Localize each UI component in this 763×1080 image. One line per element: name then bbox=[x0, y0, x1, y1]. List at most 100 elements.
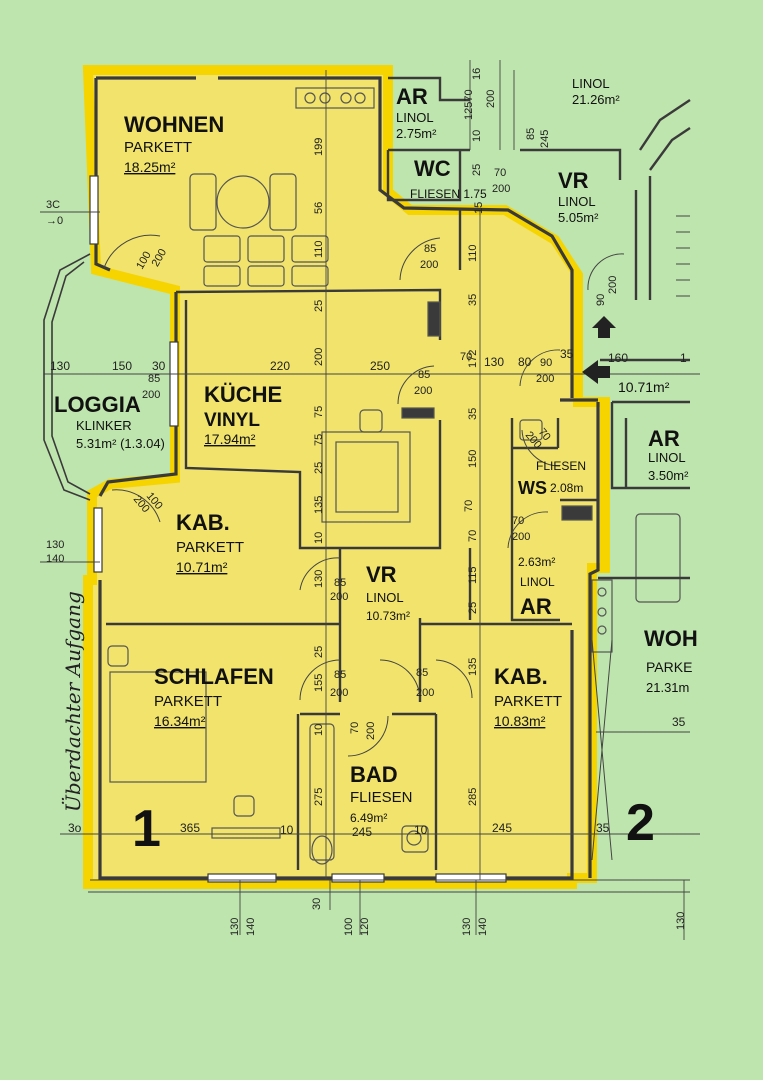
room-area: 2.08m bbox=[550, 481, 583, 495]
room-area: 10.71m² bbox=[176, 559, 228, 575]
room-wohnen: WOHNEN PARKETT 18.25m² bbox=[124, 112, 224, 175]
dimension-label: 199 bbox=[313, 138, 325, 156]
dimension-label: 140 bbox=[245, 918, 257, 936]
dimension-label: 35 bbox=[560, 347, 574, 361]
dimension-label: 130 bbox=[50, 359, 70, 373]
room-area: 17.94m² bbox=[204, 431, 256, 447]
dimension-label: 35 bbox=[596, 821, 610, 835]
room-area: 16.34m² bbox=[154, 713, 206, 729]
room-floor: LINOL bbox=[366, 590, 404, 605]
room-name: VR bbox=[366, 562, 397, 587]
dimension-label: 56 bbox=[313, 202, 325, 214]
apartment-1-fill bbox=[82, 65, 610, 889]
dimension-label: 10 bbox=[280, 823, 294, 837]
dimension-label: 30 bbox=[311, 898, 323, 910]
dimension-label: 70 bbox=[494, 167, 506, 179]
room-area: 21.26m² bbox=[572, 92, 620, 107]
dimension-label: 110 bbox=[467, 244, 479, 262]
door-label: 200 bbox=[416, 687, 434, 699]
dimension-label: 140 bbox=[46, 553, 64, 565]
room-loggia: LOGGIA KLINKER 5.31m² (1.3.04) bbox=[54, 392, 165, 451]
neighbor-walls bbox=[386, 76, 691, 580]
dimension-label: 10 bbox=[471, 130, 483, 142]
room-area: 3.50m² bbox=[648, 468, 689, 483]
room-floor: VINYL bbox=[204, 410, 260, 431]
entrance-arrows bbox=[582, 316, 616, 384]
room-floor: PARKETT bbox=[176, 539, 244, 556]
room-floor: PARKETT bbox=[494, 693, 562, 710]
door-label: 200 bbox=[365, 722, 377, 740]
furniture bbox=[107, 87, 681, 865]
dimension-label: 285 bbox=[467, 788, 479, 806]
room-name: AR bbox=[648, 426, 680, 451]
door-label: 85 bbox=[334, 577, 346, 589]
room-area: 18.25m² bbox=[124, 159, 176, 175]
room-name: KAB. bbox=[494, 664, 548, 689]
room-name: VR bbox=[558, 168, 589, 193]
room-wc: WC FLIESEN 1.75 bbox=[410, 156, 487, 201]
dimension-label: 155 bbox=[313, 674, 325, 692]
dimension-label: 75 bbox=[313, 406, 325, 418]
room-kab-left: KAB. PARKETT 10.71m² bbox=[176, 510, 244, 575]
room-floor: PARKE bbox=[646, 659, 692, 675]
room-ar-neighbor: AR LINOL 3.50m² bbox=[648, 426, 689, 483]
dimension-label: 245 bbox=[492, 821, 512, 835]
dimension-label: 245 bbox=[352, 825, 372, 839]
dimension-label: 115 bbox=[467, 566, 479, 584]
room-kueche: KÜCHE VINYL 17.94m² bbox=[204, 382, 282, 447]
dimension-label: 245 bbox=[539, 130, 551, 148]
room-floor: PARKETT bbox=[154, 693, 222, 710]
room-floor: LINOL bbox=[396, 110, 434, 125]
dimension-label: 3o bbox=[68, 821, 82, 835]
door-label: 200 bbox=[512, 531, 530, 543]
door-label: 200 bbox=[142, 389, 160, 401]
room-ar-top: AR LINOL 2.75m² bbox=[396, 84, 437, 141]
dimension-label: 35 bbox=[467, 408, 479, 420]
room-area: 10.73m² bbox=[366, 609, 410, 623]
room-floor: PARKETT bbox=[124, 139, 192, 156]
door-label: 85 bbox=[148, 373, 160, 385]
dimension-label: 25 bbox=[313, 646, 325, 658]
room-kueche-neighbor: LINOL 21.26m² bbox=[572, 76, 620, 107]
room-area: 5.31m² (1.3.04) bbox=[76, 436, 165, 451]
room-area: 5.05m² bbox=[558, 210, 599, 225]
dimension-labels: 199 56 110 25 200 75 75 25 135 10 130 25… bbox=[46, 68, 687, 936]
room-vr-neighbor: VR LINOL 5.05m² bbox=[558, 168, 599, 225]
room-floor: FLIESEN bbox=[536, 459, 586, 473]
door-label: 85 bbox=[418, 369, 430, 381]
room-name: WS bbox=[518, 478, 547, 498]
dimension-label: 25 bbox=[313, 462, 325, 474]
room-area-neighbor: 10.71m² bbox=[618, 379, 670, 395]
dimension-label: 120 bbox=[359, 918, 371, 936]
dimension-label: 25 bbox=[467, 602, 479, 614]
room-name: SCHLAFEN bbox=[154, 664, 274, 689]
dimension-label: 365 bbox=[180, 821, 200, 835]
dimension-label: 130 bbox=[313, 570, 325, 588]
room-name: LOGGIA bbox=[54, 392, 141, 417]
dimension-label: 130 bbox=[461, 918, 473, 936]
windows bbox=[89, 175, 507, 883]
room-floor: LINOL bbox=[520, 575, 555, 589]
door-label: 70 bbox=[349, 722, 361, 734]
room-area: 6.49m² bbox=[350, 811, 387, 825]
room-name: AR bbox=[520, 594, 552, 619]
room-name: BAD bbox=[350, 762, 398, 787]
dimension-label: 12570 bbox=[463, 89, 475, 120]
door-swings bbox=[103, 234, 625, 757]
door-label: 200 bbox=[330, 687, 348, 699]
unit-label-1: 1 bbox=[132, 800, 161, 858]
dimension-label: 200 bbox=[492, 183, 510, 195]
door-label: 200 bbox=[607, 276, 619, 294]
dimension-label: 80 bbox=[518, 355, 532, 369]
dimension-label: 1 bbox=[680, 351, 687, 365]
door-label: 90 bbox=[540, 357, 552, 369]
room-name: WC bbox=[414, 156, 451, 181]
door-label: 200 bbox=[330, 591, 348, 603]
room-area: 2.75m² bbox=[396, 126, 437, 141]
loggia-outline bbox=[43, 253, 91, 501]
dimension-label: 135 bbox=[313, 496, 325, 514]
room-schlafen: SCHLAFEN PARKETT 16.34m² bbox=[154, 664, 274, 729]
dimension-label: 25 bbox=[471, 164, 483, 176]
room-name: WOH bbox=[644, 626, 698, 651]
